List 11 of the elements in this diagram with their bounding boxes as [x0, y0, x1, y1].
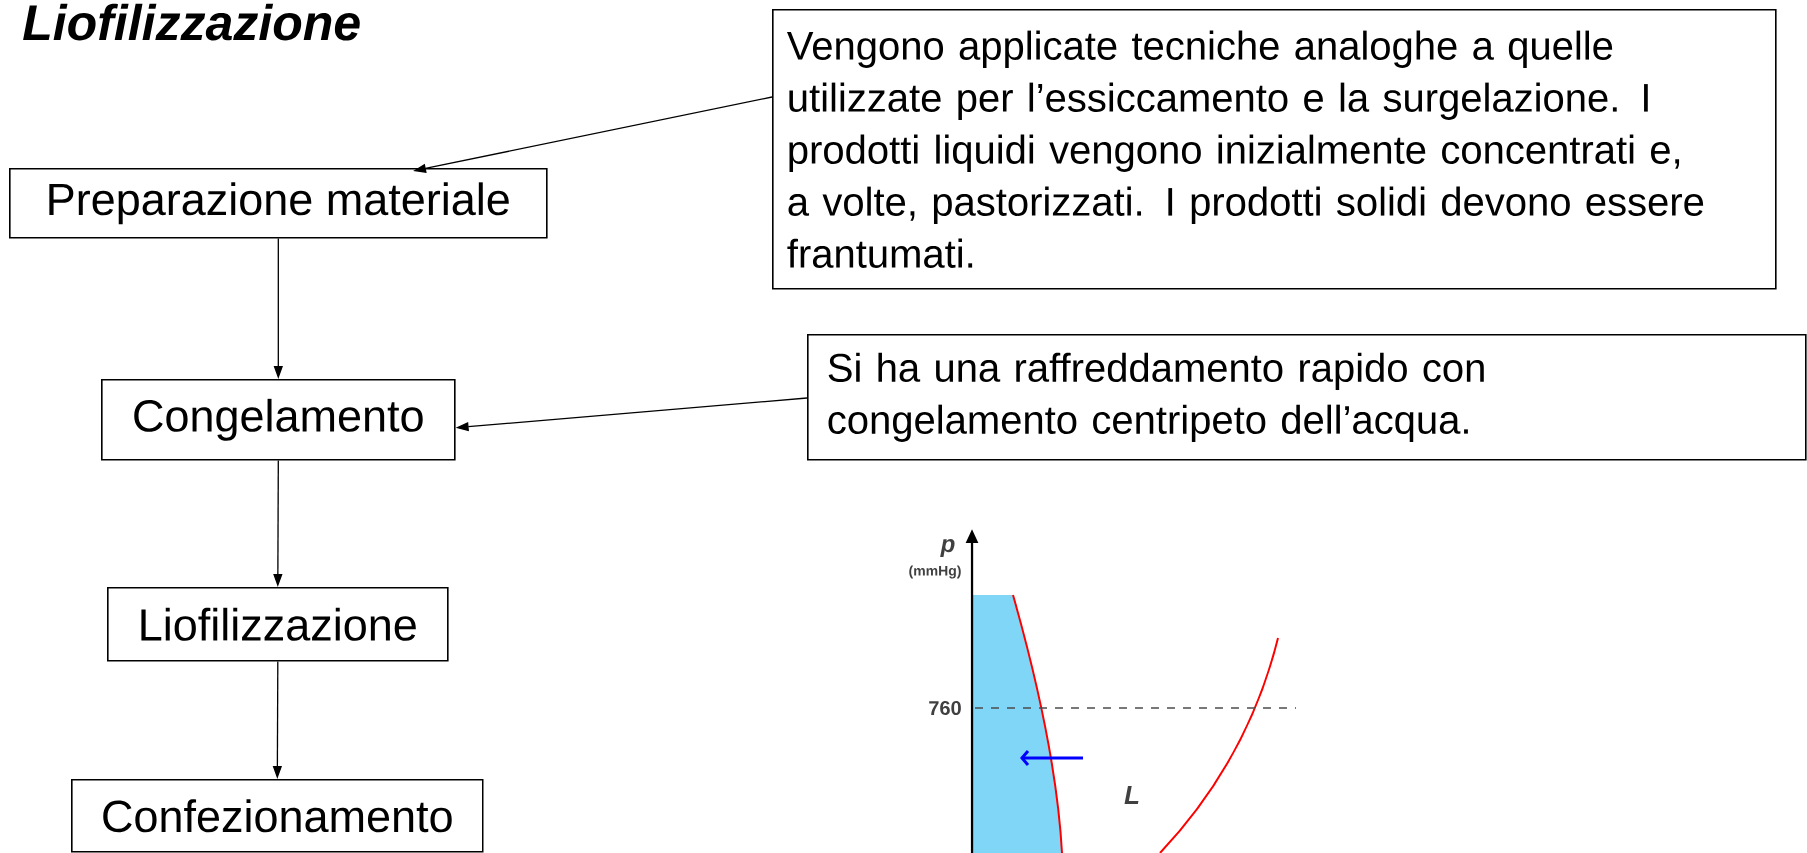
note-box: Vengono applicate tecniche analoghe a quelle utilizzate per l’essiccamento e la surgelazione. I prodotti liquidi vengono inizialmente concentrati e, a volte, pastorizzati. I prodotti solidi devono essere frantumati.	[772, 9, 1777, 290]
axis-unit: (mmHg)	[909, 565, 961, 579]
step-box: Liofilizzazione	[107, 587, 449, 662]
step-box: Congelamento	[101, 379, 456, 461]
step-box: Confezionamento	[71, 779, 484, 853]
step-box: Preparazione materiale	[9, 168, 548, 239]
note-box: Si ha una raffreddamento rapido con congelamento centripeto dell’acqua.	[807, 334, 1807, 461]
tick-label: 760	[929, 700, 961, 716]
region-label: L	[1124, 786, 1139, 804]
title: Liofilizzazione	[23, 3, 360, 41]
axis-label: p	[940, 539, 955, 557]
